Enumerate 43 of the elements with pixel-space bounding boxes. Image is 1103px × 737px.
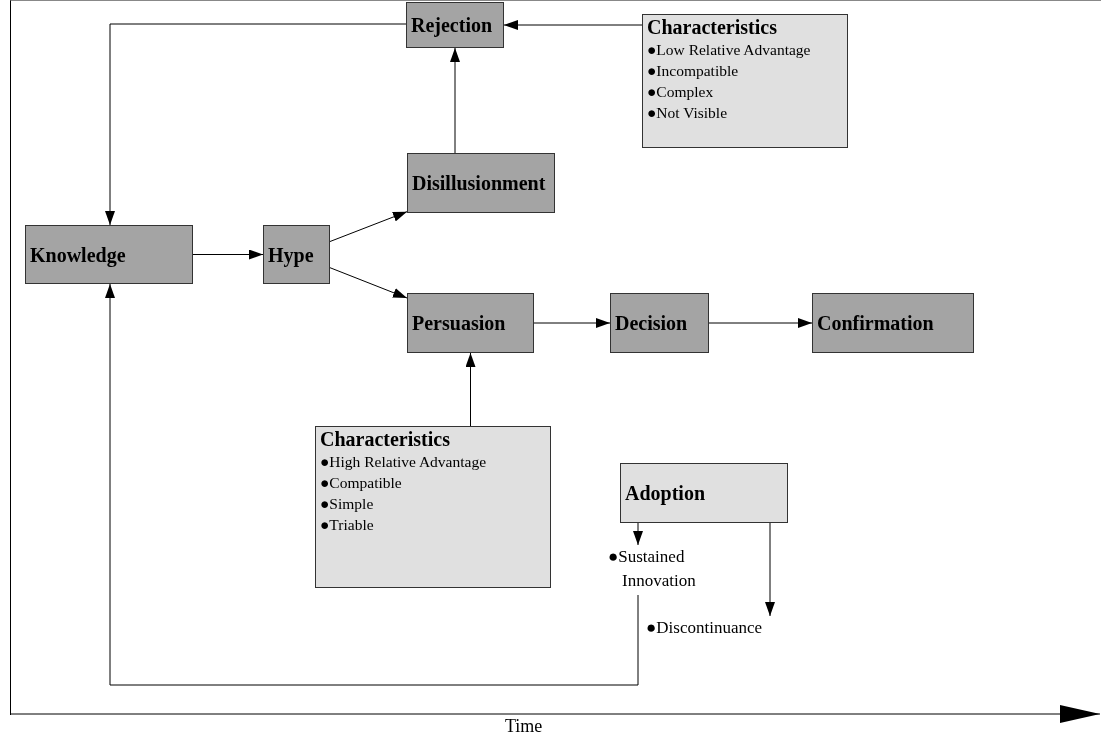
arrow: [765, 522, 775, 617]
arrow: [329, 211, 408, 242]
arrow: [105, 23, 407, 226]
stage-box: [407, 293, 534, 353]
stage-box: [407, 153, 555, 213]
bullet-item: ●Complex: [647, 82, 715, 102]
bullet-item: ●Not Visible: [647, 103, 729, 123]
bullet-item: ●High Relative Advantage: [320, 452, 488, 472]
stage-label: Rejection: [411, 13, 494, 37]
stage-label: Decision: [615, 311, 689, 335]
outcome-text: ●Sustained Innovation: [608, 546, 697, 592]
stage-label: Persuasion: [412, 311, 507, 335]
arrow: [329, 267, 408, 299]
outcome-text: ●Discontinuance: [646, 617, 763, 639]
arrow: [708, 318, 813, 328]
arrow: [192, 249, 264, 260]
arrow: [503, 20, 643, 30]
stage-box: [263, 225, 330, 284]
stage-box: [610, 293, 709, 353]
arrow: [633, 522, 643, 546]
stage-label: Knowledge: [30, 242, 127, 267]
bullet-item: ●Incompatible: [647, 61, 740, 81]
stage-box: [25, 225, 193, 284]
arrow: [533, 318, 611, 328]
stage-label: Disillusionment: [412, 171, 547, 195]
bullet-item: ●Compatible: [320, 473, 403, 493]
arrow: [465, 352, 476, 427]
box-heading: Characteristics: [320, 427, 451, 451]
bullet-item: ●Low Relative Advantage: [647, 40, 812, 60]
box-heading: Characteristics: [647, 15, 778, 39]
stage-box: [406, 2, 504, 48]
stage-label: Confirmation: [817, 311, 935, 335]
bullet-item: ●Triable: [320, 515, 375, 535]
arrow: [105, 283, 639, 686]
stage-label: Adoption: [625, 481, 707, 505]
characteristics-box: [642, 14, 848, 148]
arrow: [450, 47, 460, 154]
stage-box: [812, 293, 974, 353]
axis-label: Time: [505, 715, 543, 737]
characteristics-box: [315, 426, 551, 588]
stage-label: Hype: [268, 242, 315, 267]
stage-box: [620, 463, 788, 523]
bullet-item: ●Simple: [320, 494, 375, 514]
